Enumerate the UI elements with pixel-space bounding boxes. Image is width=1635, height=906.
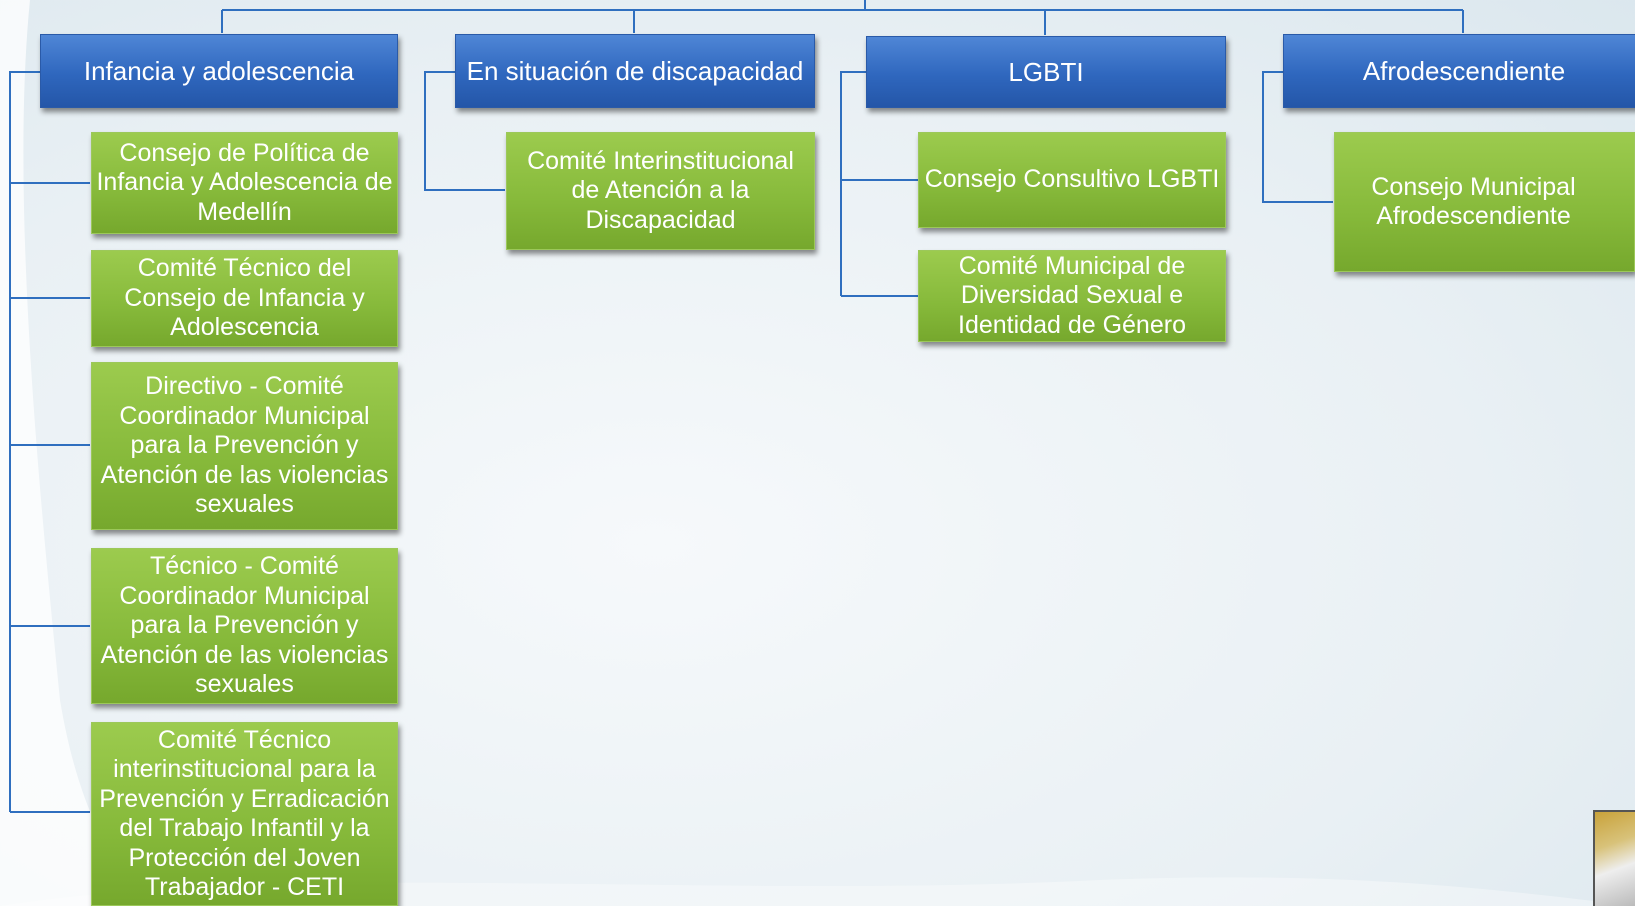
header-discapacidad: En situación de discapacidad [455,34,815,108]
header-afrodescendiente: Afrodescendiente [1283,34,1635,108]
infancia-item: Directivo - Comité Coordinador Municipal… [91,362,398,530]
infancia-item: Consejo de Política de Infancia y Adoles… [91,132,398,234]
lgbti-item: Consejo Consultivo LGBTI [918,132,1226,228]
infancia-item: Técnico - Comité Coordinador Municipal p… [91,548,398,704]
lgbti-item: Comité Municipal de Diversidad Sexual e … [918,250,1226,342]
infancia-item: Comité Técnico interinstitucional para l… [91,722,398,906]
coat-of-arms-icon [1593,810,1635,906]
infancia-item: Comité Técnico del Consejo de Infancia y… [91,250,398,347]
afro-item: Consejo Municipal Afrodescendiente [1334,132,1635,272]
header-lgbti: LGBTI [866,36,1226,108]
discapacidad-item: Comité Interinstitucional de Atención a … [506,132,815,250]
header-infancia: Infancia y adolescencia [40,34,398,108]
